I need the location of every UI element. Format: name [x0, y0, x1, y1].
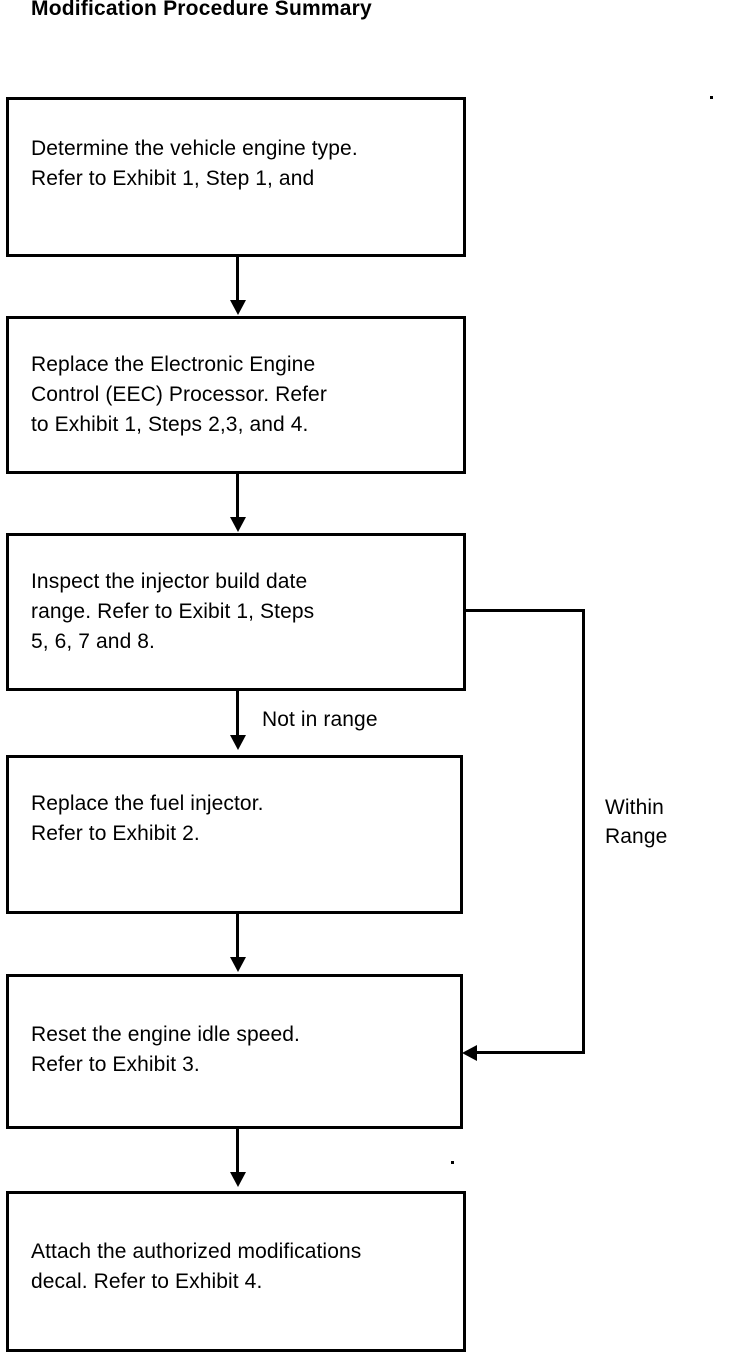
edge-label-not-in-range: Not in range: [262, 708, 378, 731]
flow-node-step-2[interactable]: Replace the Electronic Engine Control (E…: [6, 316, 466, 474]
flow-node-label: Replace the fuel injector. Refer to Exhi…: [31, 792, 264, 845]
flow-node-step-5[interactable]: Reset the engine idle speed. Refer to Ex…: [6, 974, 463, 1129]
flow-node-step-3[interactable]: Inspect the injector build date range. R…: [6, 533, 466, 691]
flow-node-label: Reset the engine idle speed. Refer to Ex…: [31, 1023, 300, 1076]
connector-step1-step2: [236, 257, 239, 301]
connector-within-range-right: [582, 609, 585, 1053]
scan-artifact: [710, 96, 713, 99]
arrowhead-down-icon: [230, 735, 246, 750]
arrowhead-down-icon: [230, 517, 246, 532]
flow-node-label: Determine the vehicle engine type. Refer…: [31, 137, 358, 190]
connector-step4-step5: [236, 914, 239, 958]
connector-step5-step6: [236, 1129, 239, 1173]
arrowhead-left-icon: [462, 1045, 477, 1061]
scan-artifact: [451, 1161, 454, 1164]
arrowhead-down-icon: [230, 957, 246, 972]
flow-node-step-1[interactable]: Determine the vehicle engine type. Refer…: [6, 97, 466, 257]
arrowhead-down-icon: [230, 300, 246, 315]
edge-label-within-range: Within Range: [605, 796, 668, 848]
flow-node-label: Replace the Electronic Engine Control (E…: [31, 353, 327, 436]
connector-within-range-bottom: [476, 1051, 585, 1054]
flow-node-label: Inspect the injector build date range. R…: [31, 570, 315, 653]
flow-node-label: Attach the authorized modifications deca…: [31, 1240, 362, 1293]
page-title: Modification Procedure Summary: [31, 0, 372, 20]
flow-node-step-6[interactable]: Attach the authorized modifications deca…: [6, 1191, 466, 1352]
flow-node-step-4[interactable]: Replace the fuel injector. Refer to Exhi…: [6, 755, 463, 914]
arrowhead-down-icon: [230, 1172, 246, 1187]
connector-step2-step3: [236, 474, 239, 518]
connector-within-range-top: [464, 609, 585, 612]
connector-step3-step4: [236, 691, 239, 736]
